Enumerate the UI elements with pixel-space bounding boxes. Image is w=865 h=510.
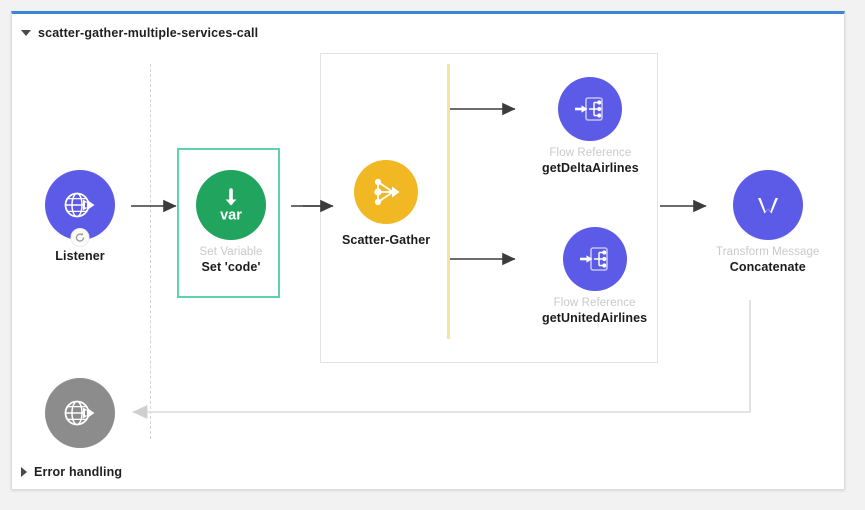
error-handling-label: Error handling (34, 465, 123, 479)
set-variable-type-label: Set Variable (199, 246, 263, 258)
scatter-gather-route-divider (447, 64, 450, 339)
flow-reference-united-icon-circle[interactable] (562, 227, 627, 291)
node-listener[interactable]: Listener (45, 170, 115, 263)
http-listener-globe-icon (64, 400, 95, 426)
scatter-gather-icon (374, 178, 400, 206)
set-variable-var-icon: var (220, 188, 242, 224)
transform-message-name-label: Concatenate (729, 260, 806, 274)
source-process-divider (150, 64, 151, 439)
transform-message-type-label: Transform Message (716, 246, 820, 258)
flow-title: scatter-gather-multiple-services-call (38, 26, 259, 40)
flow-reference-icon (579, 247, 608, 271)
node-error-listener[interactable] (45, 378, 115, 448)
transform-message-icon-circle[interactable] (732, 170, 803, 240)
triangle-right-icon[interactable] (21, 467, 27, 477)
listener-icon-circle[interactable] (45, 170, 115, 247)
set-variable-selection-box[interactable] (177, 148, 280, 298)
svg-text:var: var (220, 208, 242, 224)
triangle-down-icon[interactable] (21, 30, 31, 36)
set-variable-icon-circle[interactable]: var (196, 170, 266, 240)
node-flow-reference-united[interactable]: Flow Reference getUnitedAirlines (542, 227, 647, 325)
node-transform-message[interactable]: Transform Message Concatenate (716, 170, 820, 274)
flow-reference-delta-type-label: Flow Reference (549, 147, 632, 159)
node-scatter-gather[interactable]: Scatter-Gather (342, 160, 430, 247)
flow-header[interactable]: scatter-gather-multiple-services-call (21, 26, 258, 40)
flow-reference-icon (575, 97, 604, 121)
scatter-gather-name-label: Scatter-Gather (342, 233, 431, 247)
flow-reference-delta-icon-circle[interactable] (558, 77, 623, 141)
error-handling-header[interactable]: Error handling (21, 465, 122, 479)
flow-reference-delta-name-label: getDeltaAirlines (542, 161, 639, 175)
flow-reference-united-type-label: Flow Reference (553, 297, 636, 309)
set-variable-name-label: Set 'code' (201, 260, 261, 274)
flow-reference-united-name-label: getUnitedAirlines (542, 311, 648, 325)
http-listener-globe-icon (64, 192, 95, 218)
scatter-gather-icon-circle[interactable] (354, 160, 419, 224)
listener-name-label: Listener (55, 249, 105, 263)
error-listener-icon-circle[interactable] (45, 378, 115, 448)
transform-message-icon (757, 198, 778, 214)
node-flow-reference-delta[interactable]: Flow Reference getDeltaAirlines (542, 77, 639, 175)
listener-refresh-badge-icon (70, 228, 90, 247)
node-set-variable[interactable]: var Set Variable Set 'code' (196, 170, 266, 274)
